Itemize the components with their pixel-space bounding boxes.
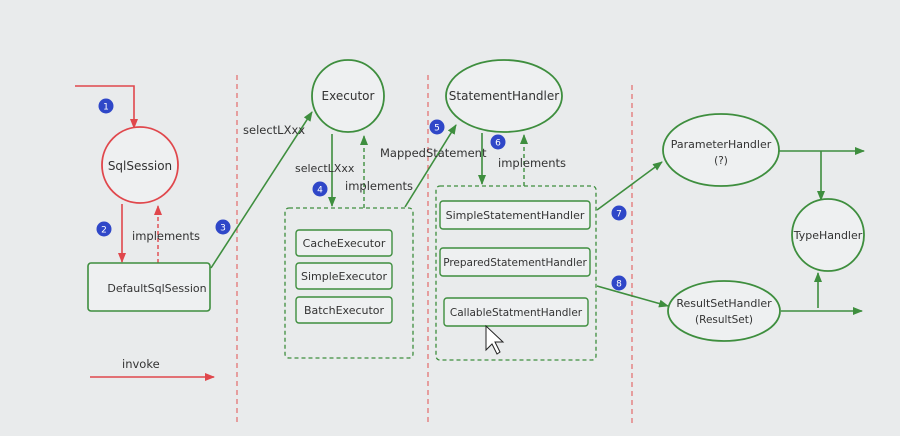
svg-text:5: 5 [434,124,440,134]
simple-statement-handler-node [439,200,591,230]
parameter-handler-node [662,113,780,187]
svg-text:6: 6 [495,139,501,149]
batch-executor-label: BatchExecutor [304,304,385,317]
step-badge: 2 [96,221,112,237]
svg-text:8: 8 [616,280,622,290]
default-to-executor-arrow [210,111,313,269]
resultset-handler-label: ResultSetHandler [676,297,772,310]
step-badge: 1 [98,98,114,114]
invoke-label: invoke [122,357,160,371]
cache-executor-node [295,229,393,257]
to-resultset-handler-arrow [596,285,669,308]
svg-text:2: 2 [101,226,107,236]
entry-arrow [75,85,138,129]
implements-label: implements [132,229,200,243]
executor-node [311,59,385,133]
default-sqlsession-label: DefaultSqlSession [107,282,206,295]
step-badge: 6 [490,134,506,150]
batch-executor-node [295,296,393,324]
prepared-statement-handler-label: PreparedStatementHandler [443,257,587,269]
parameter-handler-label: ParameterHandler [671,138,772,151]
resultset-handler-sub-label: (ResultSet) [695,314,753,326]
step-badge: 4 [312,181,328,197]
statement-handler-label: StatementHandler [449,89,559,103]
cache-executor-label: CacheExecutor [303,237,386,250]
step-badge: 7 [611,205,627,221]
step-badge: 5 [429,119,445,135]
implements-label: implements [345,179,413,193]
svg-text:3: 3 [220,224,226,234]
default-sqlsession-node [87,262,211,312]
callable-statement-handler-label: CallableStatmentHandler [450,307,583,319]
executor-impl-group [284,207,414,359]
svg-text:7: 7 [616,210,622,220]
select-label: selectLXxx [243,123,305,137]
svg-text:4: 4 [317,186,323,196]
executor-to-statement-arrow [404,124,457,208]
mouse-cursor-icon [485,324,505,355]
callable-statement-handler-node [443,297,589,327]
simple-executor-node [295,262,393,290]
statement-impl-group [435,185,597,361]
select-label: selectLXxx [295,162,355,175]
simple-executor-label: SimpleExecutor [301,270,388,283]
step-badge: 8 [611,275,627,291]
svg-text:1: 1 [103,103,109,113]
implements-label: implements [498,156,566,170]
type-handler-label: TypeHandler [793,229,863,242]
statement-handler-node [445,59,563,133]
to-parameter-handler-arrow [596,161,663,211]
step-badge: 3 [215,219,231,235]
mapped-statement-label: MappedStatement [380,146,487,160]
executor-label: Executor [322,89,375,103]
sqlsession-node [101,126,179,204]
prepared-statement-handler-node [439,247,591,277]
sqlsession-label: SqlSession [108,159,172,173]
parameter-handler-sub-label: (?) [714,155,728,167]
simple-statement-handler-label: SimpleStatementHandler [446,209,585,222]
resultset-handler-node [667,280,781,342]
type-handler-node [791,198,865,272]
